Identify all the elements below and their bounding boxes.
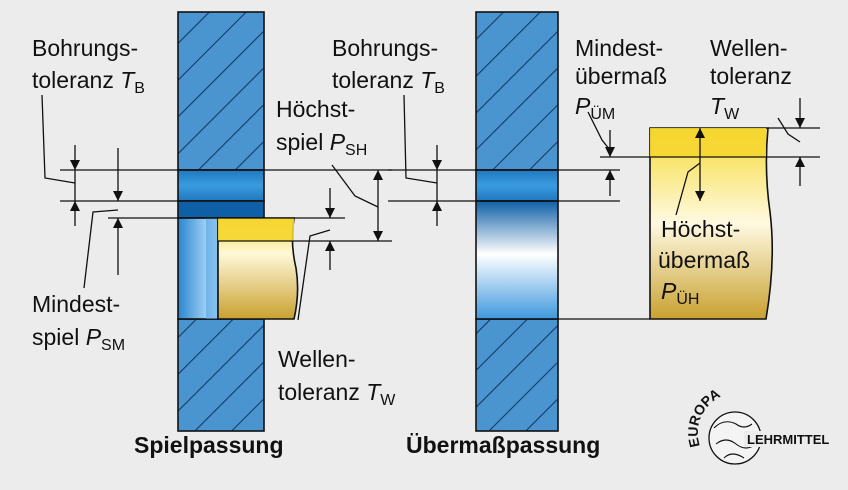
right-min-interference-label-line3: PÜM [575, 93, 615, 123]
right-bore-tolerance-label-line2: toleranz TB [332, 67, 445, 97]
left-bore-inner-strip [206, 218, 218, 319]
right-shaft [649, 127, 774, 320]
left-max-clearance-label-line2: spiel PSH [276, 129, 367, 159]
spielpassung-caption: Spielpassung [134, 432, 284, 458]
right-max-interference-dimension [675, 128, 705, 216]
europa-lehrmittel-logo: EUROPA LEHRMITTEL [685, 385, 829, 465]
right-bore-body [475, 200, 559, 320]
left-min-clearance-label-line1: Mindest- [32, 291, 120, 317]
left-min-clearance-label-line2: spiel PSM [32, 324, 125, 354]
right-max-interference-label-line1: Höchst- [661, 216, 740, 242]
right-hatched-wall-top [475, 11, 559, 171]
right-shaft-tolerance-zone [650, 128, 766, 157]
left-bore-dark-band [177, 200, 265, 219]
left-max-clearance-label-line1: Höchst- [276, 96, 355, 122]
left-bore-tolerance-label-line2: toleranz TB [32, 67, 145, 97]
left-hatched-wall-top [177, 11, 265, 171]
right-shaft-tolerance-dimension [777, 98, 805, 186]
spielpassung-drawing: Bohrungs- toleranz TB Höchst- spiel PSH … [32, 11, 396, 458]
left-shaft-tolerance-label-line1: Wellen- [278, 346, 356, 372]
left-hatched-wall-bottom [177, 318, 265, 432]
left-min-clearance-dimension [83, 148, 123, 289]
right-reference-lines [388, 127, 820, 320]
right-min-interference-label-line2: übermaß [575, 63, 667, 89]
right-bore-tolerance-zone [475, 169, 559, 202]
right-min-interference-dimension [587, 111, 615, 196]
left-shaft-tolerance-dimension [297, 188, 335, 321]
right-shaft-tolerance-label-line2: toleranz [710, 63, 792, 89]
left-shaft-tolerance-zone [218, 218, 294, 241]
right-max-interference-label-line2: übermaß [658, 247, 750, 273]
left-shaft-tolerance-label-line2: toleranz TW [278, 379, 396, 409]
uebermasspassung-drawing: Bohrungs- toleranz TB Mindest- übermaß P… [332, 11, 820, 458]
right-shaft-tolerance-label-line3: TW [710, 93, 740, 123]
right-bore-tolerance-label-line1: Bohrungs- [332, 35, 438, 61]
right-max-interference-label-line3: PÜH [661, 278, 699, 308]
right-bore-tolerance-dimension [403, 94, 442, 226]
left-bore-tolerance-label-line1: Bohrungs- [32, 35, 138, 61]
logo-text-bottom: LEHRMITTEL [747, 432, 829, 447]
right-min-interference-label-line1: Mindest- [575, 35, 663, 61]
right-shaft-tolerance-label-line1: Wellen- [710, 35, 788, 61]
left-bore-tolerance-zone [177, 169, 265, 202]
uebermasspassung-caption: Übermaßpassung [406, 432, 600, 458]
right-hatched-wall-bottom [475, 318, 559, 432]
left-max-clearance-dimension [331, 164, 383, 241]
left-reference-lines [60, 169, 392, 242]
left-bore-tolerance-dimension [41, 94, 80, 226]
